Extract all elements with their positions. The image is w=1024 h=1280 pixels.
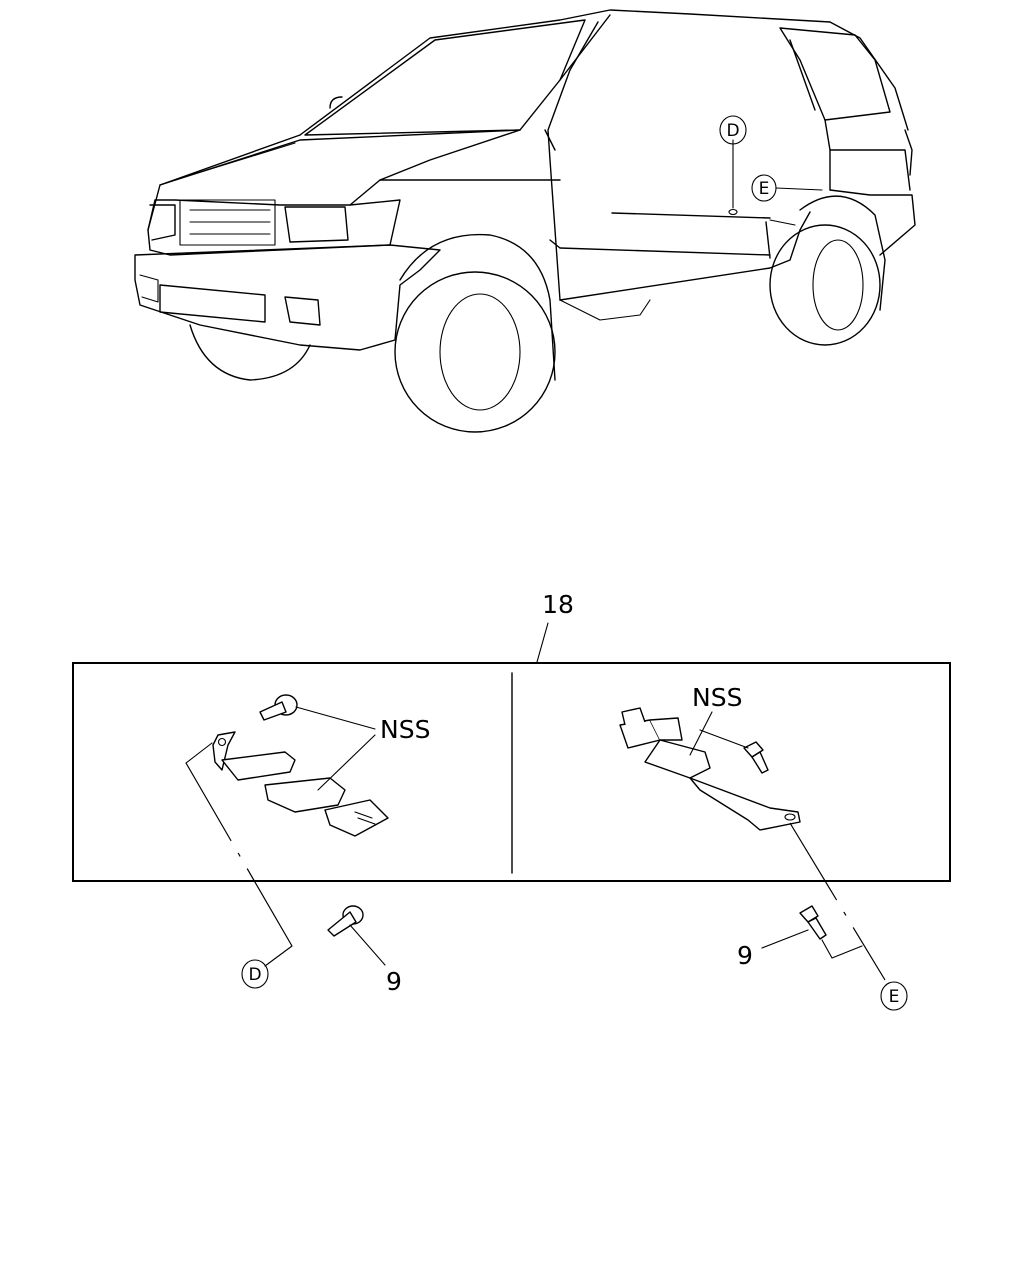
- left-mounting-bolt: [327, 905, 364, 937]
- callout-e-body-label: E: [759, 179, 770, 199]
- right-bolt-leader: [761, 929, 809, 949]
- right-nss-label: NSS: [692, 683, 742, 712]
- left-bolt-leader: [349, 924, 386, 966]
- callout-d-body: D: [719, 115, 747, 145]
- left-install-connector: [185, 742, 213, 764]
- right-mounting-bolt: [799, 905, 827, 940]
- right-install-line: [789, 822, 886, 981]
- vehicle-illustration: [134, 9, 916, 433]
- left-install-line: [185, 762, 293, 947]
- callout-e-lower-label: E: [889, 987, 900, 1007]
- callout-e-lower: E: [880, 981, 908, 1011]
- left-nss-leader-2: [317, 734, 376, 791]
- right-bracket: [821, 939, 863, 959]
- left-seat-belt-buckle: [212, 731, 389, 837]
- callout-d-lower: D: [241, 959, 269, 989]
- left-nss-label: NSS: [380, 715, 430, 744]
- left-d-connector: [264, 945, 293, 967]
- right-seat-belt-latch: [619, 707, 801, 831]
- right-nss-leader-2: [689, 711, 713, 756]
- assembly-frame: [72, 662, 951, 882]
- callout-d-lower-label: D: [248, 965, 261, 985]
- left-nss-bolt: [259, 694, 298, 721]
- assembly-number-18: 18: [542, 590, 574, 619]
- left-bolt-number: 9: [386, 967, 402, 996]
- assembly-leader-line: [536, 622, 549, 663]
- callout-e-body: E: [751, 174, 777, 202]
- left-nss-leader: [295, 706, 376, 730]
- right-nss-bolt: [743, 741, 769, 774]
- right-nss-leader: [699, 729, 749, 749]
- callout-d-body-label: D: [726, 121, 739, 141]
- right-bolt-number: 9: [737, 941, 753, 970]
